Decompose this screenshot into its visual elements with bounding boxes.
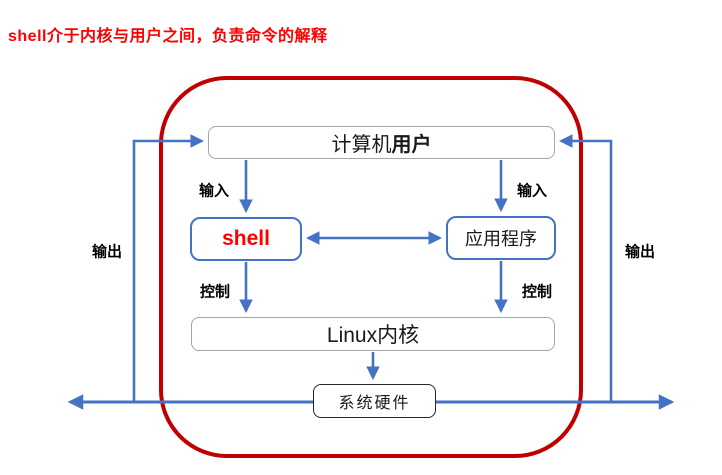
diagram-title: shell介于内核与用户之间，负责命令的解释 (8, 28, 328, 45)
linux-kernel-label: Linux内核 (326, 324, 420, 347)
linux-kernel-box: Linux内核 (191, 317, 555, 351)
shell-label: shell (222, 227, 270, 250)
control-label-left: 控制 (199, 283, 231, 301)
computer-user-label-bold: 用户 (391, 134, 432, 156)
arrow-output-left-to-user (132, 134, 205, 402)
computer-user-box: 计算机用户 (208, 126, 555, 159)
system-hardware-label: 系统硬件 (338, 395, 411, 412)
system-hardware-box: 系统硬件 (313, 384, 436, 418)
input-label-right: 输入 (516, 182, 548, 200)
output-label-right: 输出 (624, 243, 656, 261)
shell-box: shell (190, 217, 302, 261)
output-label-left: 输出 (91, 243, 123, 261)
control-label-right: 控制 (521, 283, 553, 301)
application-box: 应用程序 (446, 216, 556, 260)
application-label: 应用程序 (465, 229, 537, 249)
arrow-output-right-to-user (558, 134, 613, 402)
red-boundary-frame (159, 76, 583, 458)
input-label-left: 输入 (198, 182, 230, 200)
computer-user-label-regular: 计算机 (331, 134, 392, 156)
